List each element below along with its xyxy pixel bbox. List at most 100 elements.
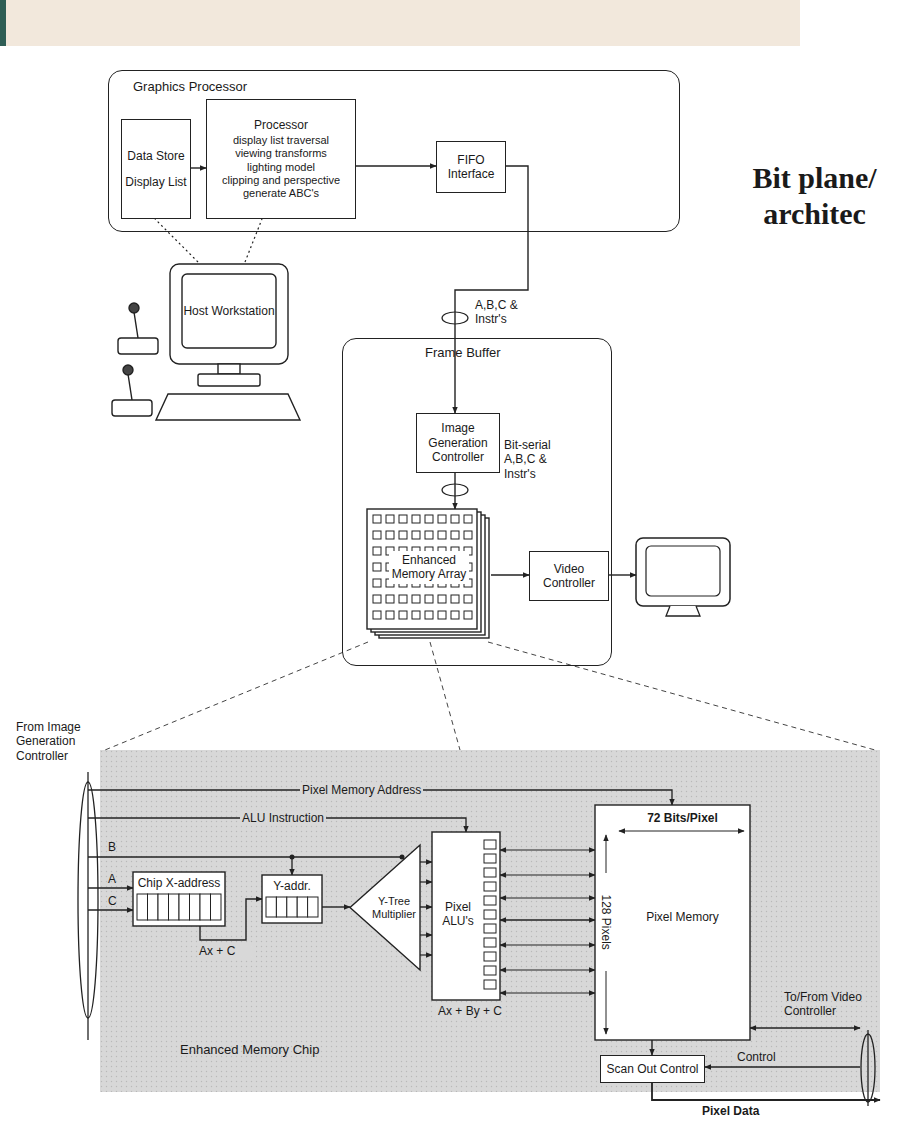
controller-box: Video Controller — [529, 551, 609, 601]
memory-cell — [373, 611, 381, 619]
control-wire — [705, 1066, 860, 1067]
node-text: clipping and perspective — [222, 174, 340, 187]
memory-cell — [412, 595, 420, 603]
memory-cell — [438, 531, 446, 539]
node-label: Data Store — [127, 149, 184, 163]
memory-cell — [373, 531, 381, 539]
node-label: Enhanced Memory Array — [389, 551, 469, 584]
signal-name: C — [106, 894, 119, 908]
zoom-line — [105, 642, 368, 750]
memory-cell — [386, 611, 394, 619]
node-label: Host Workstation — [182, 274, 276, 348]
tree-output — [420, 861, 432, 862]
memory-cell — [464, 515, 472, 523]
zoom-lines — [105, 642, 875, 750]
connector-arrow — [455, 166, 528, 413]
monitor-base — [198, 374, 260, 386]
alu-bus — [500, 969, 595, 970]
joystick-knob — [123, 365, 133, 375]
slide-heading: Bit plane/ architec — [712, 160, 917, 232]
memory-cell — [412, 611, 420, 619]
keyboard — [156, 394, 300, 420]
memory-cell — [373, 595, 381, 603]
memory-cell — [399, 595, 407, 603]
control-box: Scan Out Control — [600, 1055, 705, 1083]
frame-buffer-group: Frame BufferImage Generation ControllerE… — [342, 338, 612, 666]
signal-name: Ax + By + C — [436, 1004, 504, 1018]
joystick — [112, 365, 152, 416]
b-wire — [291, 857, 292, 875]
alu-cell — [484, 854, 496, 863]
bus-destination: To/From Video Controller — [782, 990, 878, 1019]
signal-name: Pixel Memory Address — [300, 783, 423, 797]
signal-name: Control — [735, 1050, 778, 1064]
register-cell — [169, 894, 180, 920]
monitor-screen — [646, 546, 720, 596]
register-outline — [133, 872, 225, 926]
memory-cell — [399, 531, 407, 539]
node-label: Chip X-address — [133, 876, 225, 890]
alu-cell — [484, 938, 496, 947]
connector-arrow — [500, 919, 595, 920]
memory-cell — [451, 595, 459, 603]
node-label: Processor — [254, 118, 308, 132]
monitor-screen — [182, 274, 276, 348]
register-cell — [276, 897, 286, 917]
connector-arrow — [356, 165, 436, 166]
memory-cell — [412, 531, 420, 539]
connector-arrow — [322, 906, 350, 907]
register-cell — [266, 897, 276, 917]
node-label: Enhanced Memory Chip — [180, 1042, 319, 1058]
chip-region: Enhanced Memory Chip Chip X-address Y-addr… — [100, 750, 880, 1092]
memory-cell — [438, 515, 446, 523]
alu-bus — [500, 874, 595, 875]
register-cell — [287, 897, 297, 917]
alu-cell — [484, 910, 496, 919]
signal-name: ALU Instruction — [240, 811, 326, 825]
memory-cell — [451, 611, 459, 619]
alu-column: Pixel ALU's — [432, 832, 500, 1000]
memory-cell — [386, 531, 394, 539]
register-box: Chip X-address — [133, 872, 225, 926]
memory-cell — [373, 547, 381, 555]
alu-cell — [484, 980, 496, 989]
node-label: Frame Buffer — [425, 345, 501, 360]
memory-cell — [438, 611, 446, 619]
alu-outline — [432, 832, 500, 1000]
joystick-base — [112, 400, 152, 416]
zoom-line — [430, 642, 460, 750]
connector-arrow — [454, 473, 455, 509]
alu-cell — [484, 868, 496, 877]
register-cell — [211, 894, 222, 920]
height-dimension — [606, 835, 607, 873]
node-label: Y-Tree Multiplier — [370, 895, 418, 921]
memory-cell — [425, 611, 433, 619]
monitor-body — [170, 264, 288, 364]
joystick-base — [118, 338, 158, 354]
tree-output — [420, 934, 432, 935]
register-cell — [158, 894, 169, 920]
register-box: Y-addr. — [262, 875, 322, 923]
node-text: display list traversal — [233, 134, 329, 147]
joystick-knob — [129, 303, 139, 313]
edge-label: Ax + C — [198, 944, 256, 958]
wire-junction — [290, 855, 295, 860]
register-cell — [137, 894, 148, 920]
edge-label: A,B,C & Instr's — [474, 298, 548, 327]
edge-label: Bit-serial A,B,C & Instr's — [503, 438, 577, 481]
alu-memory-buses — [500, 850, 595, 993]
alu-cell — [484, 882, 496, 891]
connector-arrow — [191, 167, 206, 168]
shape-outline — [350, 845, 420, 970]
connector-arrow — [491, 574, 529, 575]
memory-cell — [373, 563, 381, 571]
process-box: Processordisplay list traversalviewing t… — [206, 99, 356, 219]
tree-outputs — [420, 862, 432, 955]
monitor-neck — [218, 364, 240, 374]
node-text: lighting model — [247, 161, 315, 174]
memory-cell — [425, 595, 433, 603]
register-outline — [262, 875, 322, 923]
memory-cell — [412, 515, 420, 523]
memory-outline — [595, 805, 750, 1040]
